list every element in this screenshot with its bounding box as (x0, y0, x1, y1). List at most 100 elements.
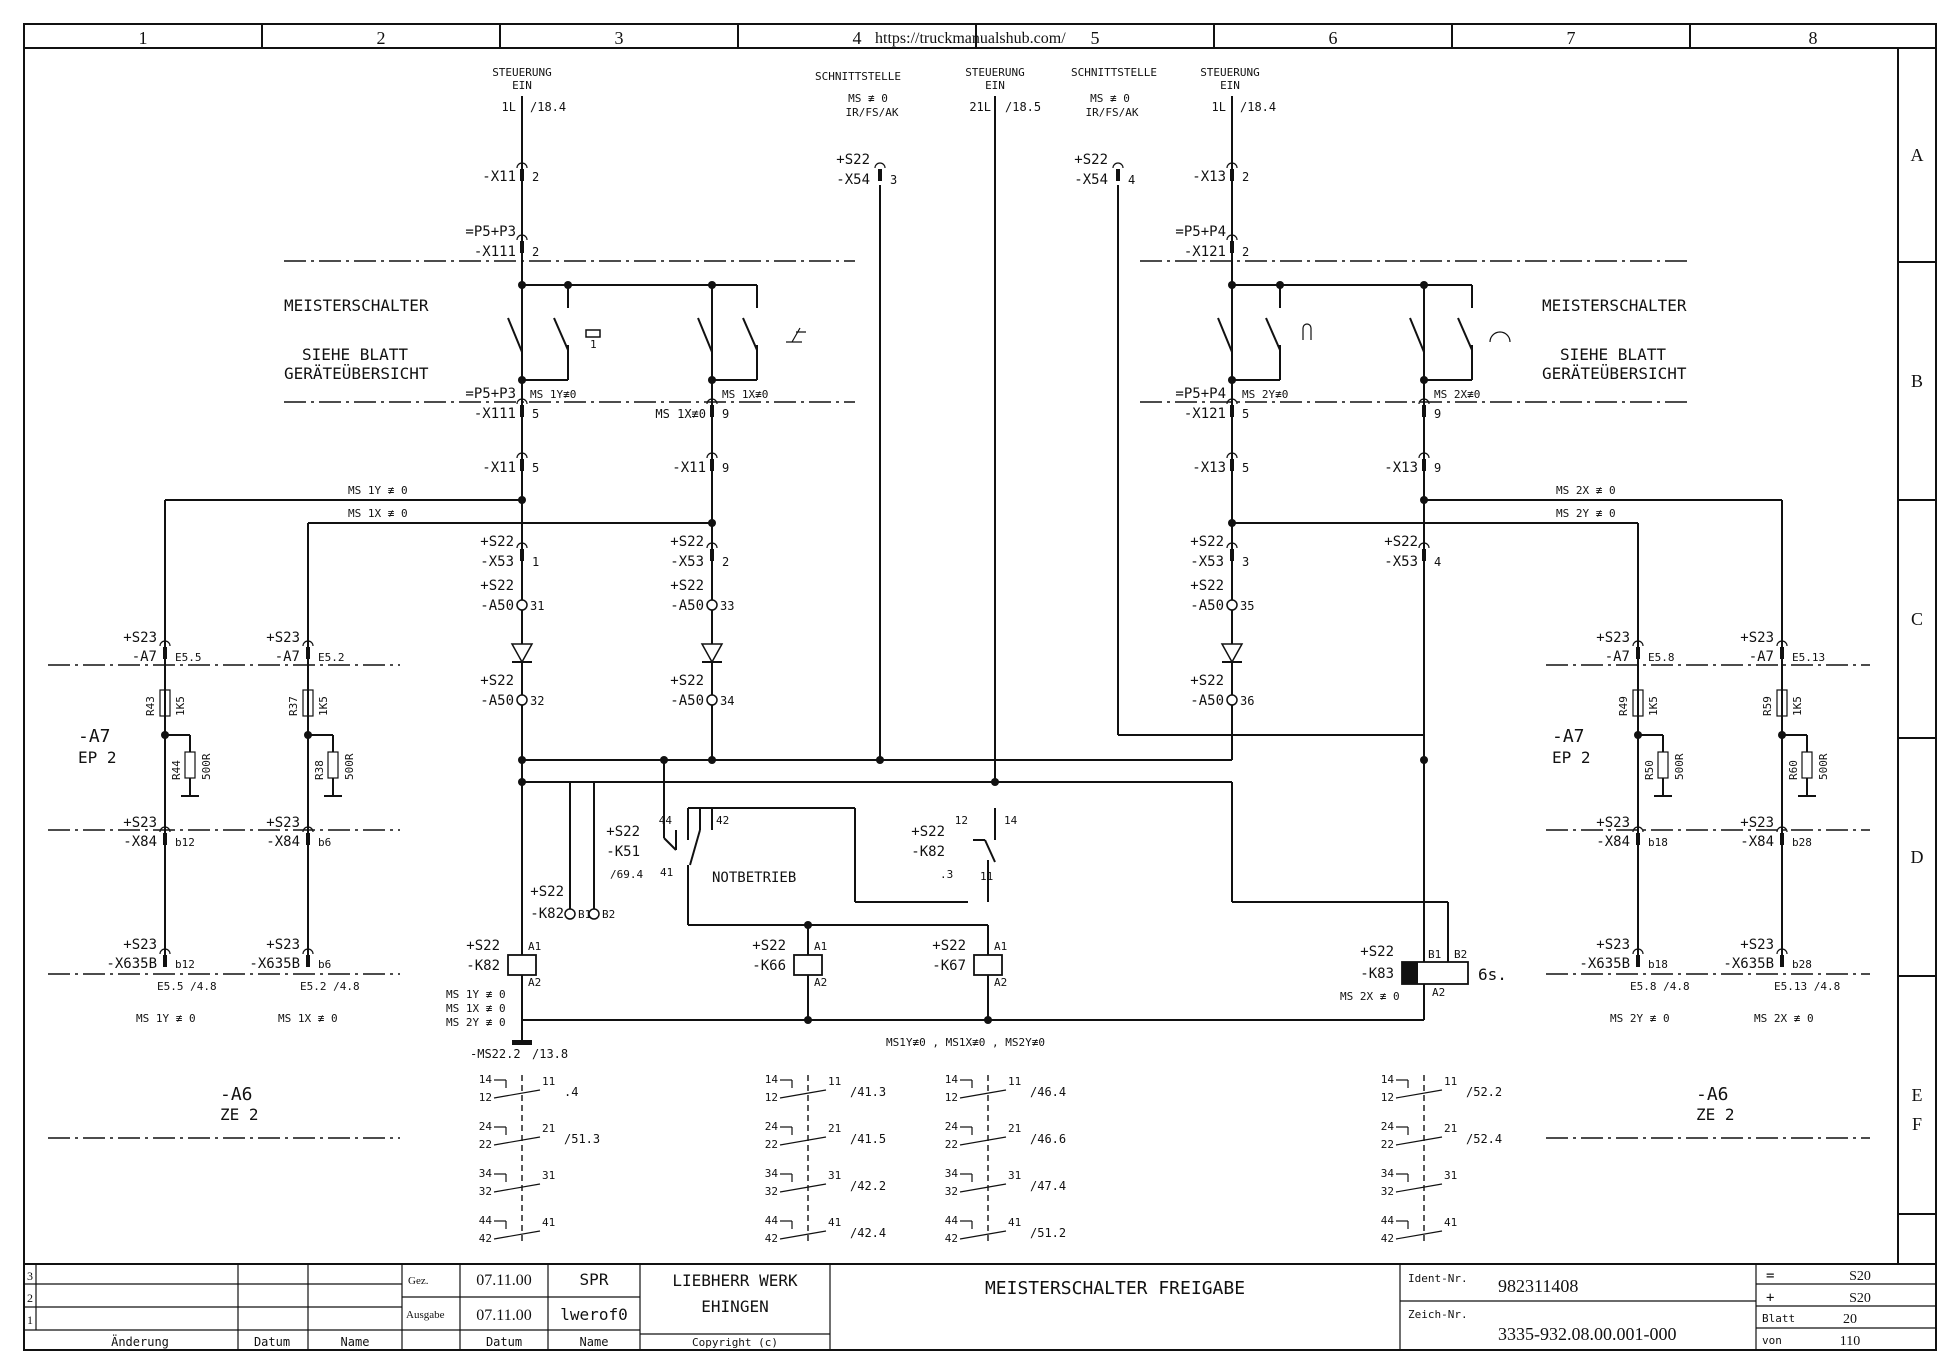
svg-text:5: 5 (1242, 461, 1249, 475)
svg-text:500R: 500R (1817, 753, 1830, 780)
svg-text:=P5+P3: =P5+P3 (465, 224, 516, 240)
module-boundaries (48, 260, 1870, 1139)
contact-pin: 31 (1008, 1169, 1021, 1182)
svg-text:2: 2 (1242, 170, 1249, 184)
svg-text:07.11.00: 07.11.00 (476, 1272, 531, 1289)
supply-labels: STEUERUNG EIN 1L /18.4 SCHNITTSTELLE MS … (492, 66, 1276, 119)
a50-label: -A50 (1190, 693, 1224, 709)
svg-text:S20: S20 (1849, 1269, 1871, 1284)
svg-text:11: 11 (980, 870, 993, 883)
svg-text:MEISTERSCHALTER: MEISTERSCHALTER (1542, 296, 1687, 315)
svg-text:MS 1X ≢ 0: MS 1X ≢ 0 (278, 1012, 338, 1025)
svg-text:-A6: -A6 (1696, 1084, 1729, 1105)
svg-text:lwerof0: lwerof0 (560, 1305, 627, 1324)
svg-text:110: 110 (1840, 1334, 1860, 1349)
contact-pin: 41 (1008, 1216, 1021, 1229)
s23-label: +S23 (266, 937, 300, 953)
column-label: 1 (139, 28, 148, 48)
title-block: 3 2 1 Änderung Datum Name Gez. Ausgabe 0… (24, 1264, 1936, 1350)
contact-ref: .4 (564, 1085, 578, 1099)
bus-labels: MS 1Y ≢ 0 MS 1X ≢ 0 MS 2X ≢ 0 MS 2Y ≢ 0 (348, 484, 1616, 520)
pin-label: 31 (530, 599, 544, 613)
svg-text:STEUERUNG: STEUERUNG (492, 66, 552, 79)
svg-text:2: 2 (1242, 245, 1249, 259)
contact-pin: 34 (1381, 1167, 1395, 1180)
contact-pin: 42 (1381, 1232, 1394, 1245)
svg-text:MS 2X ≢ 0: MS 2X ≢ 0 (1754, 1012, 1814, 1025)
contact-tables: 141211.4242221/51.3343231444241141211/41… (479, 1073, 1502, 1245)
x84-label: -X84 (1596, 834, 1630, 850)
svg-text:A2: A2 (1432, 986, 1445, 999)
svg-text:A2: A2 (994, 976, 1007, 989)
svg-text:A1: A1 (528, 940, 541, 953)
contact-pin: 32 (765, 1185, 778, 1198)
svg-text:Blatt: Blatt (1762, 1312, 1795, 1325)
svg-text:-K82: -K82 (530, 906, 564, 922)
column-label: 8 (1809, 28, 1818, 48)
svg-text:NOTBETRIEB: NOTBETRIEB (712, 870, 796, 886)
svg-text:B1: B1 (578, 908, 591, 921)
contact-pin: 42 (765, 1232, 778, 1245)
ref-label: E5.8 /4.8 (1630, 980, 1690, 993)
pin-label: E5.13 (1792, 651, 1825, 664)
svg-text:STEUERUNG: STEUERUNG (1200, 66, 1260, 79)
svg-text:1K5: 1K5 (174, 696, 187, 716)
svg-text:+S22: +S22 (530, 884, 564, 900)
contact-pin: 22 (765, 1138, 778, 1151)
svg-text:12: 12 (955, 814, 968, 827)
svg-text:-X13: -X13 (1192, 169, 1226, 185)
svg-text:MS 2Y ≢ 0: MS 2Y ≢ 0 (1610, 1012, 1670, 1025)
s23-label: +S23 (123, 630, 157, 646)
s23-label: +S23 (123, 815, 157, 831)
svg-text:-K66: -K66 (752, 958, 786, 974)
svg-text:B1: B1 (1428, 948, 1441, 961)
wiring (164, 96, 1783, 1040)
svg-text:Name: Name (580, 1335, 609, 1349)
contact-pin: 24 (765, 1120, 779, 1133)
svg-text:SIEHE BLATT: SIEHE BLATT (1560, 345, 1666, 364)
svg-text:+S22: +S22 (752, 938, 786, 954)
svg-text:/69.4: /69.4 (610, 868, 643, 881)
svg-text:1K5: 1K5 (1791, 696, 1804, 716)
svg-text:R43: R43 (144, 696, 157, 716)
column-label: 3 (615, 28, 624, 48)
pin-label: b28 (1792, 836, 1812, 849)
contact-pin: 24 (945, 1120, 959, 1133)
source-url[interactable]: https://truckmanualshub.com/ (875, 30, 1066, 47)
svg-text:von: von (1762, 1334, 1782, 1347)
svg-text:R60: R60 (1787, 760, 1800, 780)
contact-ref: /42.2 (850, 1179, 886, 1193)
svg-text:-X11: -X11 (482, 169, 516, 185)
s22-label: +S22 (1190, 534, 1224, 550)
svg-text:MEISTERSCHALTER: MEISTERSCHALTER (284, 296, 429, 315)
svg-text:A2: A2 (814, 976, 827, 989)
switch-actuator-icons (585, 323, 1511, 343)
contact-pin: 41 (1444, 1216, 1457, 1229)
pin-label: 36 (1240, 694, 1254, 708)
svg-text:982311408: 982311408 (1498, 1276, 1578, 1296)
s23-label: +S23 (1596, 815, 1630, 831)
contact-pin: 31 (828, 1169, 841, 1182)
svg-text:SCHNITTSTELLE: SCHNITTSTELLE (1071, 66, 1157, 79)
s23-label: +S23 (266, 815, 300, 831)
x635b-label: -X635B (106, 956, 157, 972)
svg-text:3: 3 (890, 173, 897, 187)
row-label: A (1911, 145, 1924, 165)
svg-text:Datum: Datum (254, 1335, 290, 1349)
contact-pin: 44 (1381, 1214, 1395, 1227)
svg-text:+S22: +S22 (606, 824, 640, 840)
pin-label: b12 (175, 836, 195, 849)
svg-text:+: + (1766, 1290, 1774, 1306)
svg-text:=P5+P4: =P5+P4 (1175, 224, 1226, 240)
s22-label: +S22 (480, 534, 514, 550)
svg-text:-K51: -K51 (606, 844, 640, 860)
pin-label: E5.8 (1648, 651, 1675, 664)
svg-text:A2: A2 (528, 976, 541, 989)
contact-pin: 21 (542, 1122, 555, 1135)
svg-text:Name: Name (341, 1335, 370, 1349)
contact-pin: 42 (479, 1232, 492, 1245)
contact-ref: /42.4 (850, 1226, 886, 1240)
svg-text:ZE 2: ZE 2 (220, 1105, 259, 1124)
relay-labels: +S22 -K51 /69.4 44 42 41 NOTBETRIEB +S22… (136, 814, 1814, 1061)
